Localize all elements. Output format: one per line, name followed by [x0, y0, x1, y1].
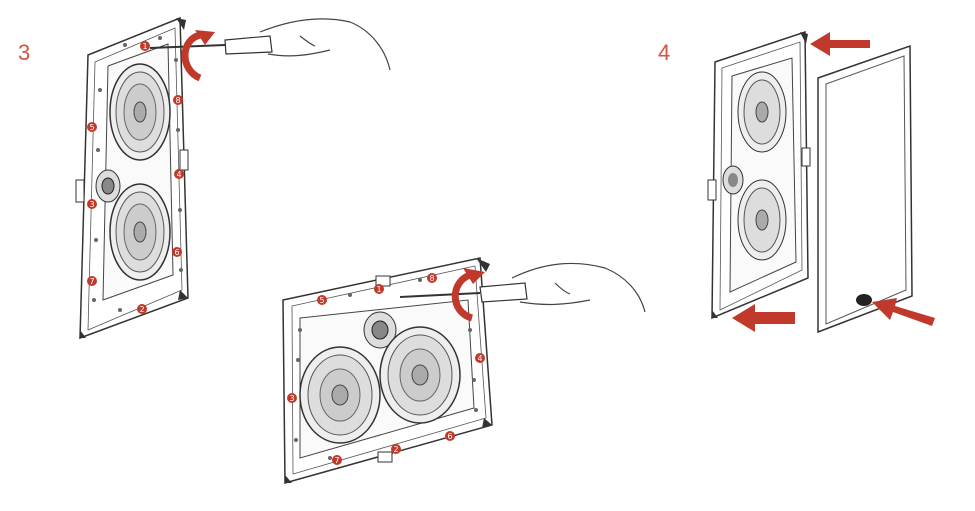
svg-text:4: 4 [176, 170, 181, 179]
horizontal-woofer-left [299, 346, 381, 444]
svg-text:7: 7 [334, 456, 339, 465]
hand-icon [259, 18, 391, 71]
svg-text:1: 1 [376, 285, 381, 294]
horizontal-tweeter [363, 311, 397, 349]
svg-text:6: 6 [447, 432, 452, 441]
horizontal-screw-holes [294, 278, 478, 460]
vertical-screw-labels: 1 2 3 4 5 6 7 8 [87, 41, 184, 314]
svg-text:2: 2 [139, 305, 144, 314]
svg-text:2: 2 [393, 445, 398, 454]
svg-text:7: 7 [89, 277, 94, 286]
step-number-3: 3 [18, 40, 31, 65]
horizontal-woofer-right [379, 326, 461, 424]
svg-text:8: 8 [175, 96, 180, 105]
step4-grille [817, 44, 913, 334]
svg-text:5: 5 [89, 123, 94, 132]
svg-text:6: 6 [174, 248, 179, 257]
screwdriver-icon [399, 282, 528, 303]
hand-icon [511, 262, 646, 313]
rotate-arrow-icon [181, 30, 215, 82]
svg-text:5: 5 [319, 296, 324, 305]
horizontal-screw-labels: 1 2 3 4 5 6 7 8 [287, 273, 485, 465]
vertical-woofer-bottom [109, 183, 171, 281]
step-number-4: 4 [658, 40, 671, 65]
vertical-screw-holes [92, 36, 183, 312]
rotate-arrow-icon [451, 268, 485, 322]
step4-speaker-frame [707, 30, 811, 320]
svg-text:8: 8 [429, 274, 434, 283]
svg-text:3: 3 [289, 394, 294, 403]
svg-text:3: 3 [89, 200, 94, 209]
svg-text:4: 4 [477, 354, 482, 363]
push-arrow-icon [732, 32, 935, 332]
vertical-woofer-top [109, 63, 171, 161]
vertical-tweeter [95, 169, 121, 203]
svg-text:1: 1 [142, 42, 147, 51]
